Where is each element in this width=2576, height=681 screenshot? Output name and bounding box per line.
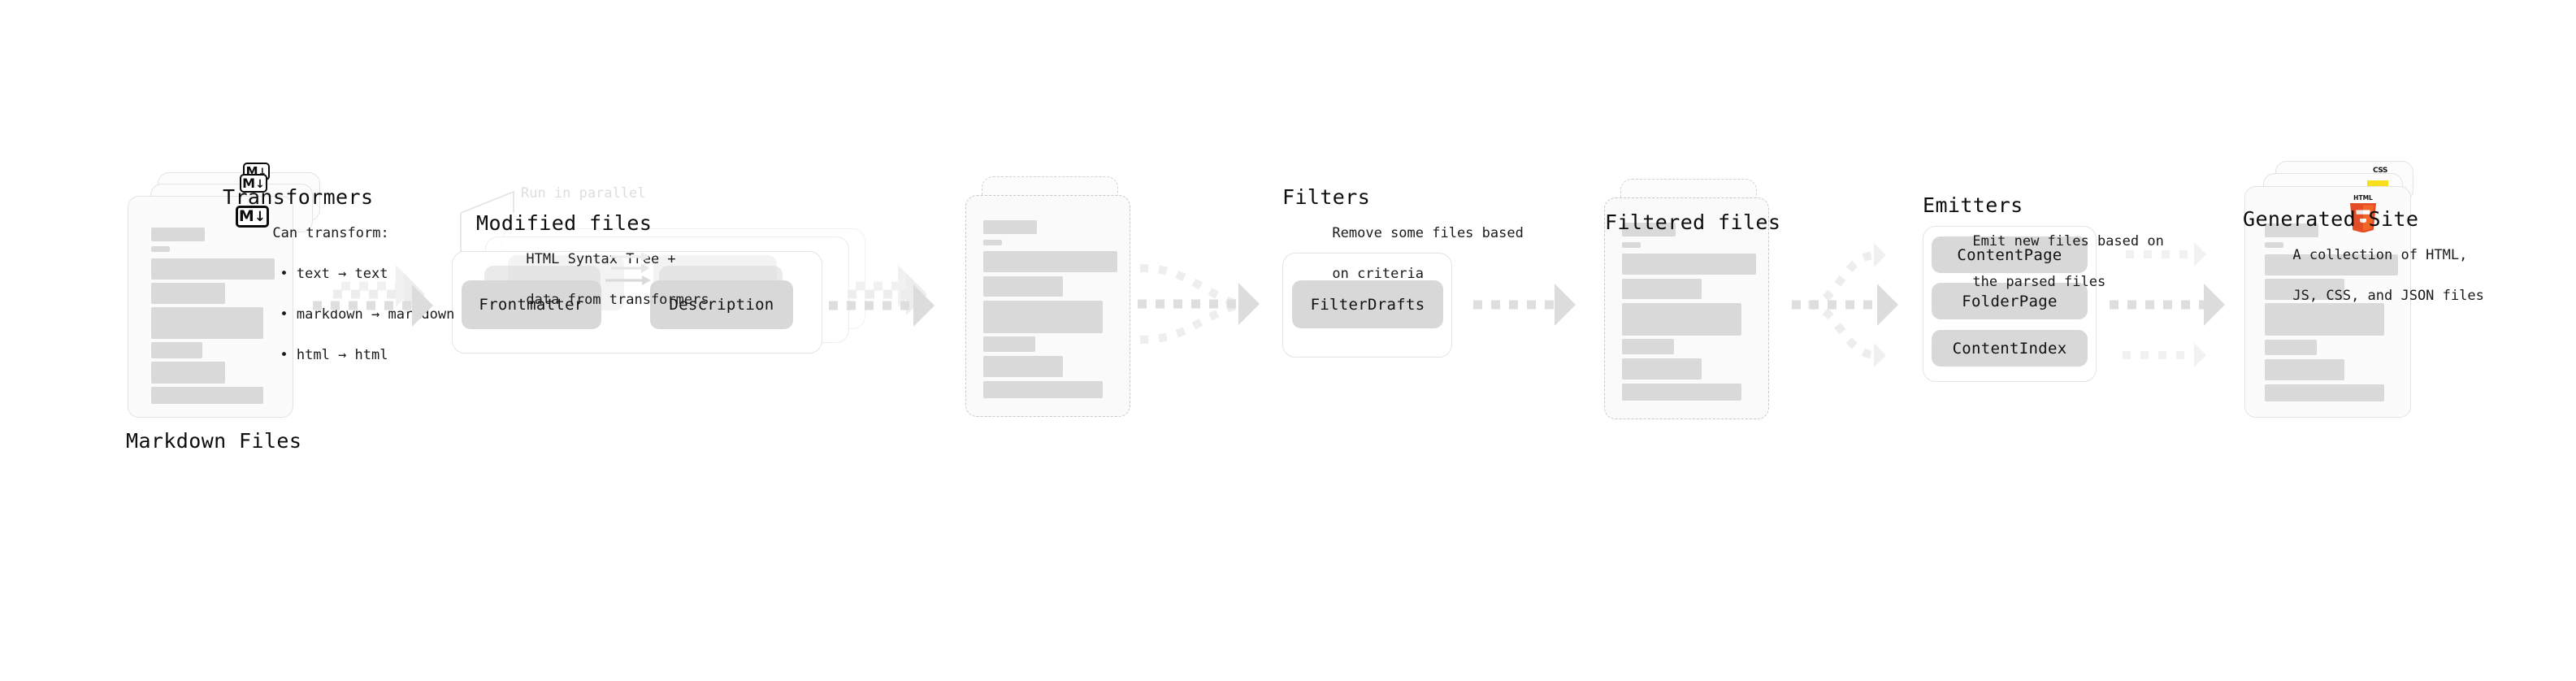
doc-bar xyxy=(2265,303,2384,336)
stage-title-generated-site: Generated Site xyxy=(2243,207,2419,231)
generated-site-subtitle-line: JS, CSS, and JSON files xyxy=(2292,288,2484,304)
transformer-pill-frontmatter[interactable]: Frontmatter xyxy=(462,280,601,329)
transformers-subtitle: Can transform: • text → text • markdown … xyxy=(223,203,454,386)
html5-icon: HTML xyxy=(2347,193,2379,233)
transformer-pill-description[interactable]: Description xyxy=(650,280,793,329)
doc-bar xyxy=(2265,384,2384,401)
doc-bar xyxy=(2265,223,2318,237)
doc-bar xyxy=(983,251,1117,272)
doc-bar xyxy=(151,228,205,241)
emitters-subtitle: Emit new files based on the parsed files xyxy=(1923,211,2164,313)
filtered-file-front xyxy=(1604,197,1769,419)
generated-site-subtitle: A collection of HTML, JS, CSS, and JSON … xyxy=(2243,225,2484,327)
doc-bar xyxy=(1622,242,1641,248)
doc-bar xyxy=(983,240,1002,245)
connector-filtered-to-emitters xyxy=(1792,243,1898,367)
generated-site-subtitle-line: A collection of HTML, xyxy=(2292,247,2468,263)
doc-bar xyxy=(2265,254,2398,275)
svg-text:HTML: HTML xyxy=(2353,194,2373,202)
transformers-annotation: Run in parallel xyxy=(521,185,646,202)
modified-files-subtitle: HTML Syntax Tree + data from transformer… xyxy=(476,229,709,331)
emitters-pill-contentpage[interactable]: ContentPage xyxy=(1932,236,2088,273)
doc-bar xyxy=(1622,358,1702,380)
doc-bar xyxy=(151,362,225,384)
doc-bar xyxy=(151,342,202,358)
filters-subtitle: Remove some files based on criteria xyxy=(1282,203,1524,305)
stage-title-filters: Filters xyxy=(1282,185,1371,209)
doc-bar xyxy=(1622,254,1756,275)
doc-bar xyxy=(151,307,263,339)
transformers-subtitle-line: • html → html xyxy=(280,347,388,363)
modified-files-subtitle-line: HTML Syntax Tree + xyxy=(526,251,676,267)
doc-bar xyxy=(983,336,1035,352)
emitters-pill-contentindex[interactable]: ContentIndex xyxy=(1932,330,2088,367)
connector-modified-to-filters xyxy=(1138,264,1260,344)
doc-bar xyxy=(2265,359,2344,380)
markdown-icon-mid: M↓ xyxy=(240,174,267,193)
doc-bar xyxy=(983,220,1037,234)
doc-bar xyxy=(983,356,1063,377)
doc-bar xyxy=(1622,223,1676,236)
doc-bar xyxy=(2265,242,2283,248)
stage-title-filtered-files: Filtered files xyxy=(1605,210,1781,234)
stage-title-markdown-files: Markdown Files xyxy=(126,429,302,453)
generated-file-front xyxy=(2244,186,2411,418)
html5-icon-svg: HTML xyxy=(2350,194,2376,233)
doc-bar xyxy=(2265,340,2317,355)
doc-bar xyxy=(151,246,170,252)
doc-bar xyxy=(151,283,225,304)
transformers-subtitle-line: • markdown → markdown xyxy=(280,306,455,323)
doc-bar xyxy=(2265,279,2344,300)
stage-title-transformers: Transformers xyxy=(223,185,374,209)
markdown-icon: M↓ xyxy=(236,206,269,228)
doc-bar xyxy=(1622,384,1741,401)
markdown-file-front xyxy=(128,196,293,418)
doc-bar xyxy=(1622,339,1674,354)
transformers-subtitle-line: Can transform: xyxy=(272,225,389,241)
stage-title-emitters: Emitters xyxy=(1923,193,2023,217)
doc-bar xyxy=(983,301,1103,333)
transformers-subtitle-line: • text → text xyxy=(280,266,388,282)
emitters-pill-folderpage[interactable]: FolderPage xyxy=(1932,283,2088,319)
emitters-subtitle-line: Emit new files based on xyxy=(1972,233,2164,249)
doc-bar xyxy=(1622,303,1741,336)
filters-subtitle-line: on criteria xyxy=(1332,266,1425,282)
modified-file-front xyxy=(965,195,1130,417)
doc-bar xyxy=(983,276,1063,297)
filters-pill-filterdrafts[interactable]: FilterDrafts xyxy=(1292,280,1443,328)
doc-bar xyxy=(151,258,275,280)
css-icon-label: CSS xyxy=(2373,167,2387,175)
modified-files-subtitle-line: data from transformers xyxy=(526,292,709,308)
doc-bar xyxy=(151,387,263,404)
emitters-subtitle-line: the parsed files xyxy=(1972,274,2106,290)
doc-bar xyxy=(983,381,1103,398)
doc-bar xyxy=(1622,279,1702,299)
filters-subtitle-line: Remove some files based xyxy=(1332,225,1524,241)
